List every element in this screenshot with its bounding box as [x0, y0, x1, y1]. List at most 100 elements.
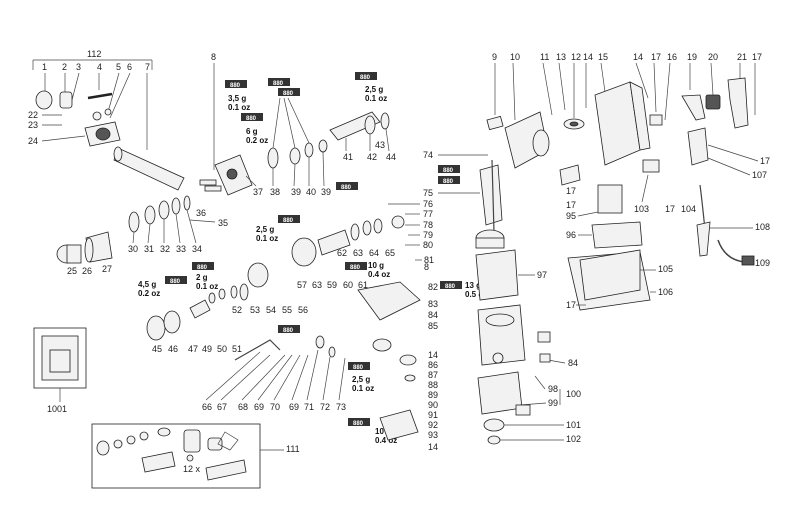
- label-4: 4: [97, 62, 102, 72]
- label-7: 7: [145, 62, 150, 72]
- svg-text:2,5 g: 2,5 g: [256, 225, 274, 234]
- label-112: 112: [87, 49, 101, 59]
- chuck-part-2: [59, 91, 73, 109]
- svg-text:0.1 oz: 0.1 oz: [352, 384, 374, 393]
- detail-box-1001: 1001: [33, 327, 87, 414]
- label-2: 2: [62, 62, 67, 72]
- bearing: [483, 418, 505, 432]
- label-69-b: 69: [289, 402, 299, 412]
- label-90: 90: [428, 400, 438, 410]
- label-36: 36: [196, 208, 206, 218]
- svg-text:0.4 oz: 0.4 oz: [368, 270, 390, 279]
- label-17-f: 17: [665, 204, 675, 214]
- label-91: 91: [428, 410, 438, 420]
- label-1: 1: [42, 62, 47, 72]
- label-86: 86: [428, 360, 438, 370]
- label-21: 21: [737, 52, 747, 62]
- label-71: 71: [304, 402, 314, 412]
- label-62: 62: [337, 248, 347, 258]
- svg-text:0.2 oz: 0.2 oz: [138, 289, 160, 298]
- piston-group: 880 66 67 68 69 70 69 71 72 73: [202, 325, 346, 412]
- label-49: 49: [202, 344, 212, 354]
- label-106: 106: [658, 287, 673, 297]
- svg-text:880: 880: [230, 83, 241, 89]
- label-63-b: 63: [312, 280, 322, 290]
- label-56: 56: [298, 305, 308, 315]
- clutch-group: 25 26 27 30 31 32 33 34: [56, 195, 202, 276]
- label-84-a: 84: [428, 310, 438, 320]
- grease-tube: [241, 113, 263, 121]
- label-14-d: 14: [428, 442, 438, 452]
- label-93: 93: [428, 430, 438, 440]
- label-6: 6: [127, 62, 132, 72]
- crank-cover: [379, 409, 419, 441]
- label-84-b: 84: [568, 358, 578, 368]
- air-guide: [591, 221, 643, 249]
- label-95: 95: [566, 211, 576, 221]
- label-92: 92: [428, 420, 438, 430]
- gear-group: 8 880 3,5 g 0.1 oz 880 6 g 0.2 oz 36 35 …: [189, 52, 331, 228]
- label-24: 24: [28, 136, 38, 146]
- svg-text:0.1 oz: 0.1 oz: [196, 282, 218, 291]
- label-17-d: 17: [566, 200, 576, 210]
- label-60: 60: [343, 280, 353, 290]
- svg-text:0.5 oz: 0.5 oz: [465, 290, 487, 299]
- svg-text:6 g: 6 g: [246, 127, 258, 136]
- label-16: 16: [667, 52, 677, 62]
- label-107: 107: [752, 170, 767, 180]
- svg-text:880: 880: [273, 81, 284, 87]
- label-83: 83: [428, 299, 438, 309]
- label-17-a: 17: [651, 52, 661, 62]
- label-14-a: 14: [583, 52, 593, 62]
- label-20: 20: [708, 52, 718, 62]
- svg-text:880: 880: [283, 91, 294, 97]
- chuck-ring-1: [35, 90, 53, 110]
- label-75: 75: [423, 188, 433, 198]
- label-33: 33: [176, 244, 186, 254]
- label-109: 109: [755, 258, 770, 268]
- svg-text:880: 880: [350, 265, 361, 271]
- label-17-e: 17: [760, 156, 770, 166]
- label-101: 101: [566, 420, 581, 430]
- gear-box: [357, 281, 421, 321]
- label-50: 50: [217, 344, 227, 354]
- label-103: 103: [634, 204, 649, 214]
- svg-text:880: 880: [353, 421, 364, 427]
- armature: [479, 164, 503, 226]
- gear-box-group: 880 13 g 0.5 oz 82 83 84 85 14 86 87 88 …: [348, 281, 487, 452]
- svg-text:880: 880: [445, 284, 456, 290]
- gear: [291, 237, 317, 267]
- label-1001: 1001: [47, 404, 67, 414]
- cable-group: 17 107 17 104 108 109: [665, 127, 770, 268]
- svg-text:880: 880: [283, 328, 294, 334]
- svg-text:880: 880: [443, 179, 454, 185]
- label-65: 65: [385, 248, 395, 258]
- label-19: 19: [687, 52, 697, 62]
- label-89: 89: [428, 390, 438, 400]
- label-47: 47: [188, 344, 198, 354]
- label-72: 72: [320, 402, 330, 412]
- field-coil: [475, 249, 519, 301]
- label-87: 87: [428, 370, 438, 380]
- label-17-b: 17: [752, 52, 762, 62]
- label-3: 3: [76, 62, 81, 72]
- svg-text:0.2 oz: 0.2 oz: [246, 136, 268, 145]
- label-8-top: 8: [211, 52, 216, 62]
- stator-group: 97 105 106 17 84 98 99 100 101 102: [475, 229, 673, 445]
- label-12x: 12 x: [183, 464, 201, 474]
- label-46: 46: [168, 344, 178, 354]
- label-17-c: 17: [566, 186, 576, 196]
- grease-tube: [225, 80, 247, 88]
- housing-group: 9 10 11 13 12 14 15 14 17 16 19 20 21 17: [486, 52, 762, 169]
- label-82: 82: [428, 282, 438, 292]
- label-27: 27: [102, 264, 112, 274]
- svg-text:0.1 oz: 0.1 oz: [256, 234, 278, 243]
- grease-tube-large: [205, 459, 247, 481]
- svg-text:13 g: 13 g: [465, 281, 481, 290]
- label-14-b: 14: [633, 52, 643, 62]
- label-55: 55: [282, 305, 292, 315]
- label-100: 100: [566, 389, 581, 399]
- label-45: 45: [152, 344, 162, 354]
